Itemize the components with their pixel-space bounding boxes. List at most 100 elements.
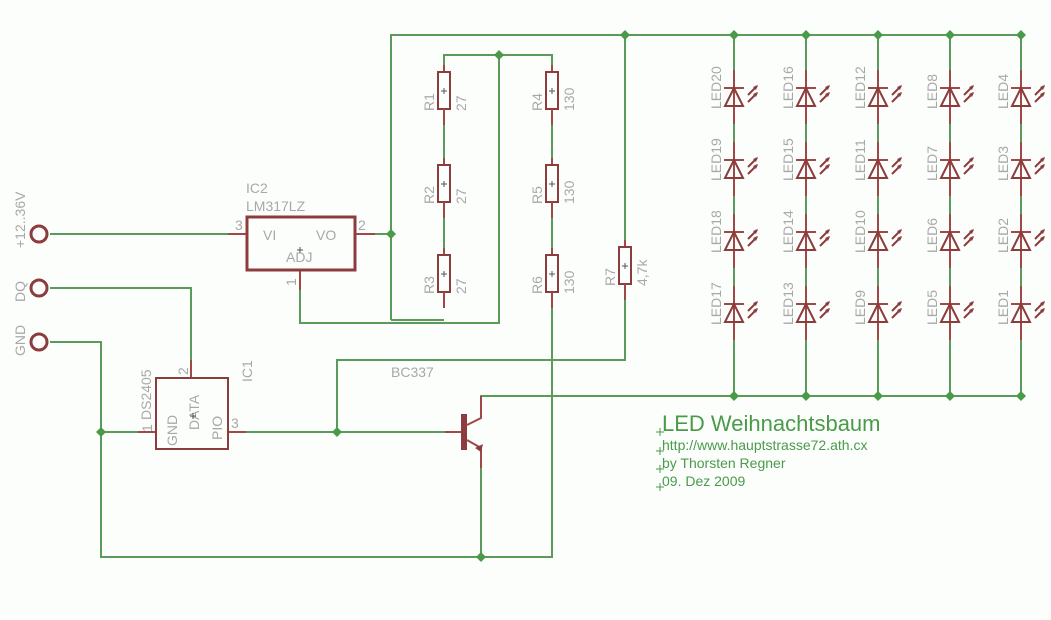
led-diode-icon bbox=[1010, 301, 1032, 323]
connector-vin[interactable]: +12..36V bbox=[12, 191, 49, 248]
led-diode-icon bbox=[939, 229, 961, 251]
connector-dq[interactable]: DQ bbox=[12, 278, 49, 302]
led-led13[interactable]: LED13 bbox=[780, 282, 830, 340]
resistor-name: R4 bbox=[529, 93, 545, 111]
origin-cross-icon bbox=[549, 88, 555, 94]
transistor-bc337[interactable]: BC337 bbox=[391, 364, 483, 468]
origin-cross-icon bbox=[622, 263, 628, 269]
junction-dot bbox=[801, 30, 811, 40]
transistor-emitter-arrow-icon bbox=[475, 444, 483, 452]
led-led17[interactable]: LED17 bbox=[708, 282, 758, 340]
led-led11[interactable]: LED11 bbox=[852, 139, 902, 196]
led-label: LED6 bbox=[924, 218, 940, 253]
ic2-name: IC2 bbox=[246, 180, 268, 196]
resistor-value: 27 bbox=[453, 95, 469, 111]
junction-dot bbox=[801, 391, 811, 401]
led-diode-icon bbox=[723, 157, 745, 179]
ic1-pin-gnd: GND bbox=[164, 415, 180, 446]
led-led2[interactable]: LED2 bbox=[995, 214, 1045, 268]
led-arrow-head-icon bbox=[825, 157, 830, 162]
led-label: LED19 bbox=[708, 138, 724, 181]
connector-pad-icon bbox=[29, 278, 49, 298]
led-arrow-head-icon bbox=[825, 85, 830, 90]
origin-cross-icon bbox=[549, 181, 555, 187]
led-label: LED14 bbox=[780, 210, 796, 253]
led-led16[interactable]: LED16 bbox=[780, 66, 830, 124]
led-arrow-head-icon bbox=[825, 301, 830, 306]
led-led8[interactable]: LED8 bbox=[924, 70, 974, 124]
junction-dot bbox=[1016, 30, 1026, 40]
led-led6[interactable]: LED6 bbox=[924, 214, 974, 268]
led-led15[interactable]: LED15 bbox=[780, 138, 830, 196]
led-arrow-head-icon bbox=[897, 236, 902, 241]
led-arrow-head-icon bbox=[897, 157, 902, 162]
led-label: LED10 bbox=[852, 210, 868, 253]
led-arrow-head-icon bbox=[825, 229, 830, 234]
resistor-value: 130 bbox=[561, 270, 577, 294]
led-led14[interactable]: LED14 bbox=[780, 210, 830, 268]
led-arrow-head-icon bbox=[1040, 85, 1045, 90]
led-diode-icon bbox=[1010, 85, 1032, 107]
led-led4[interactable]: LED4 bbox=[995, 70, 1045, 124]
led-arrow-head-icon bbox=[1040, 301, 1045, 306]
wires bbox=[50, 34, 1021, 558]
ic2-pin3-num: 3 bbox=[235, 217, 243, 233]
junction-dot bbox=[620, 30, 630, 40]
led-arrow-head-icon bbox=[897, 229, 902, 234]
led-led20[interactable]: LED20 bbox=[708, 66, 758, 124]
resistor-name: R5 bbox=[529, 186, 545, 204]
origin-cross-icon bbox=[190, 413, 196, 419]
led-arrow-head-icon bbox=[753, 157, 758, 162]
led-led5[interactable]: LED5 bbox=[924, 286, 974, 340]
junction-dot bbox=[1016, 391, 1026, 401]
led-label: LED17 bbox=[708, 282, 724, 325]
led-diode-icon bbox=[867, 85, 889, 107]
title-author: by Thorsten Regner bbox=[662, 455, 786, 471]
led-label: LED5 bbox=[924, 290, 940, 325]
led-label: LED20 bbox=[708, 66, 724, 109]
led-diode-icon bbox=[1010, 229, 1032, 251]
ic2-pin-vi: VI bbox=[263, 227, 276, 243]
led-arrow-head-icon bbox=[969, 157, 974, 162]
wire-dq bbox=[50, 287, 192, 365]
led-led12[interactable]: LED12 bbox=[852, 66, 902, 124]
connector-gnd[interactable]: GND bbox=[12, 325, 49, 356]
led-led19[interactable]: LED19 bbox=[708, 138, 758, 196]
led-led10[interactable]: LED10 bbox=[852, 210, 902, 268]
led-arrow-head-icon bbox=[897, 85, 902, 90]
led-arrow-head-icon bbox=[897, 164, 902, 169]
led-led7[interactable]: LED7 bbox=[924, 142, 974, 196]
led-arrow-head-icon bbox=[969, 85, 974, 90]
led-diode-icon bbox=[795, 229, 817, 251]
led-diode-icon bbox=[723, 229, 745, 251]
transistor-collector bbox=[466, 396, 482, 426]
led-label: LED3 bbox=[995, 146, 1011, 181]
ic2-regulator[interactable]: IC2 LM317LZ VI VO ADJ 3 2 1 bbox=[228, 180, 375, 290]
led-led18[interactable]: LED18 bbox=[708, 210, 758, 268]
origin-cross-icon bbox=[297, 247, 303, 253]
led-arrow-head-icon bbox=[1040, 92, 1045, 97]
led-arrow-head-icon bbox=[825, 92, 830, 97]
led-diode-icon bbox=[1010, 157, 1032, 179]
transistor-value: BC337 bbox=[391, 364, 434, 380]
led-label: LED1 bbox=[995, 290, 1011, 325]
led-led3[interactable]: LED3 bbox=[995, 142, 1045, 196]
led-label: LED8 bbox=[924, 74, 940, 109]
led-arrow-head-icon bbox=[1040, 157, 1045, 162]
origin-cross-icon bbox=[441, 271, 447, 277]
led-arrow-head-icon bbox=[753, 164, 758, 169]
led-arrow-head-icon bbox=[1040, 308, 1045, 313]
led-arrow-head-icon bbox=[825, 308, 830, 313]
led-led9[interactable]: LED9 bbox=[852, 286, 902, 340]
ic2-value: LM317LZ bbox=[246, 198, 306, 214]
ic1-ds2405[interactable]: IC1 DS2405 GND DATA PIO 1 2 3 bbox=[138, 360, 255, 450]
led-led1[interactable]: LED1 bbox=[995, 286, 1045, 340]
